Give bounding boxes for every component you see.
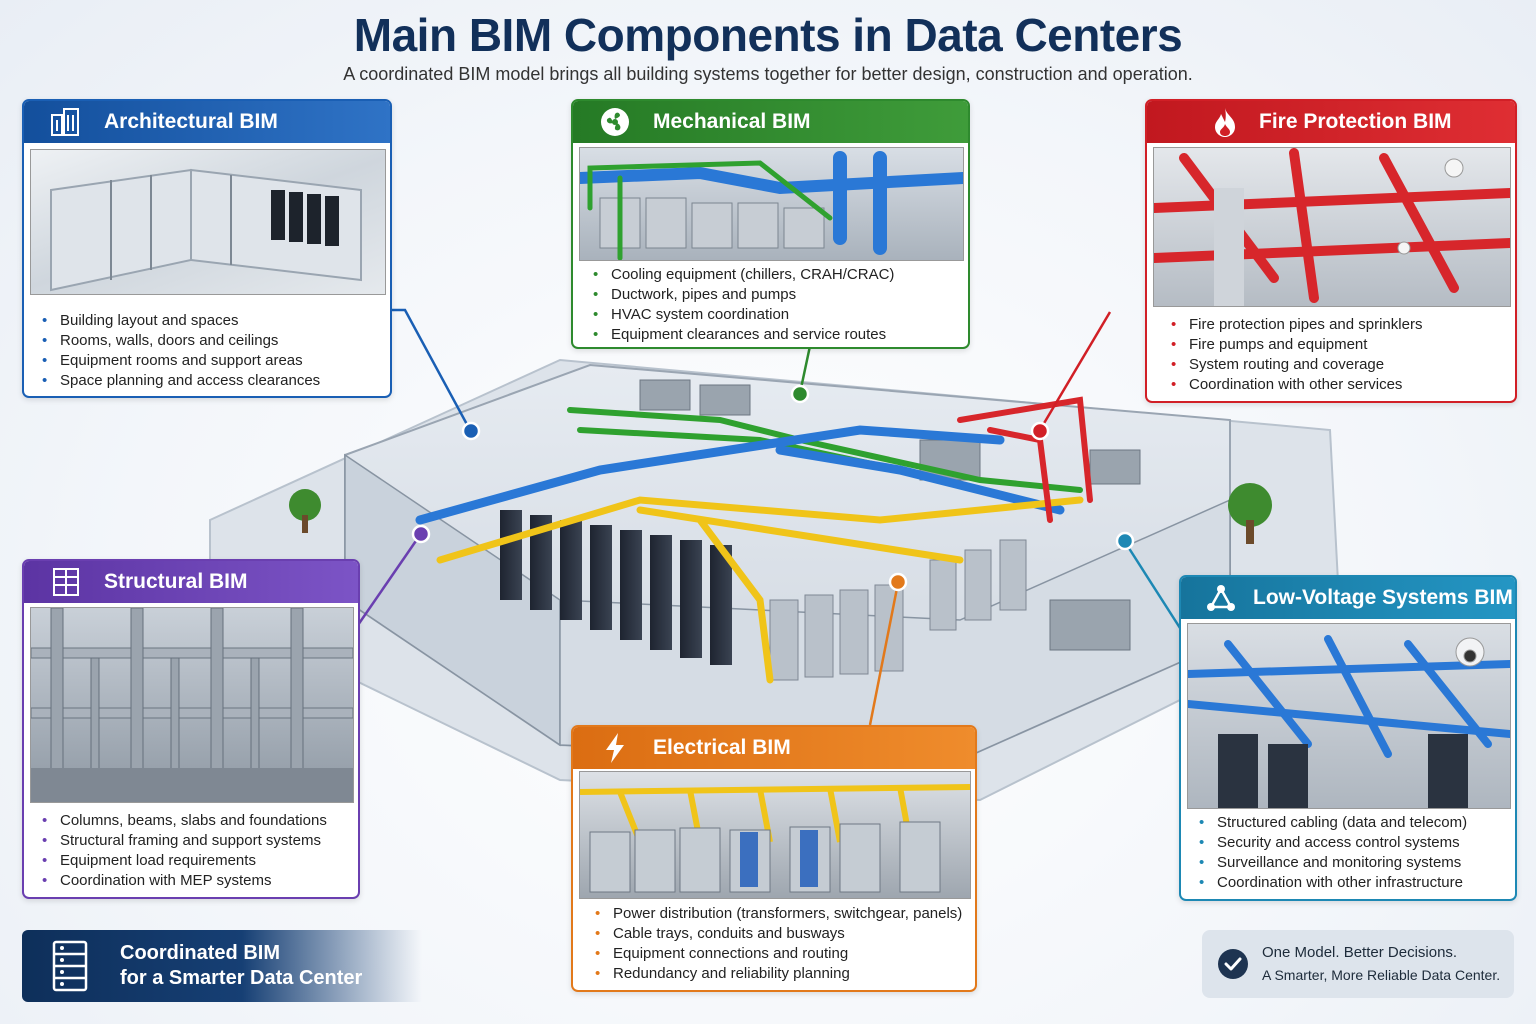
fire-protection-bim-header: Fire Protection BIM [1147, 101, 1515, 143]
architectural-bim-list: Building layout and spaces Rooms, walls,… [32, 311, 320, 391]
trees [289, 483, 1272, 544]
architectural-bim-title: Architectural BIM [104, 110, 278, 133]
fire-protection-bim-title: Fire Protection BIM [1259, 110, 1452, 133]
banner-line-2: for a Smarter Data Center [120, 967, 363, 989]
list-item: Equipment connections and routing [595, 944, 962, 964]
server-rack-rows [500, 510, 732, 665]
list-item: Ductwork, pipes and pumps [593, 285, 894, 305]
fire-protection-bim-image [1149, 147, 1515, 307]
page-subtitle: A coordinated BIM model brings all build… [343, 64, 1193, 84]
connector-low-voltage [1123, 541, 1182, 629]
electrical-bim-image [579, 771, 971, 899]
list-item: Redundancy and reliability planning [595, 964, 962, 984]
list-item: Fire protection pipes and sprinklers [1171, 315, 1422, 335]
banner-text: Coordinated BIM for a Smarter Data Cente… [120, 941, 362, 991]
footer-line-2: A Smarter, More Reliable Data Center. [1262, 967, 1501, 983]
mechanical-bim-card: Mechanical BIM Cooling equipment (chille… [571, 99, 970, 349]
mechanical-bim-header: Mechanical BIM [573, 101, 968, 143]
list-item: Structured cabling (data and telecom) [1199, 813, 1467, 833]
fan-icon [595, 105, 635, 139]
dot-low-voltage [1115, 531, 1135, 551]
low-voltage-bim-title: Low-Voltage Systems BIM [1253, 586, 1513, 609]
list-item: Power distribution (transformers, switch… [595, 904, 962, 924]
mechanical-blue-ducts [415, 425, 1065, 525]
dot-architectural [461, 421, 481, 441]
dot-structural [411, 524, 431, 544]
list-item: Equipment load requirements [42, 851, 327, 871]
architectural-bim-card: Architectural BIM Building layout and sp… [22, 99, 392, 398]
dot-electrical [888, 572, 908, 592]
low-voltage-bim-list: Structured cabling (data and telecom) Se… [1189, 813, 1467, 893]
structural-bim-card: Structural BIM Columns, beams, slabs and… [22, 559, 360, 899]
low-voltage-bim-header: Low-Voltage Systems BIM [1181, 577, 1515, 619]
fire-protection-bim-card: Fire Protection BIM Fire protection pipe… [1145, 99, 1517, 403]
list-item: HVAC system coordination [593, 305, 894, 325]
buildings-icon [46, 105, 86, 139]
electrical-bim-list: Power distribution (transformers, switch… [585, 904, 962, 984]
electrical-bim-card: Electrical BIM Power distribution (trans… [571, 725, 977, 992]
list-item: Coordination with MEP systems [42, 871, 327, 891]
list-item: Rooms, walls, doors and ceilings [42, 331, 320, 351]
list-item: Coordination with other services [1171, 375, 1422, 395]
list-item: Equipment clearances and service routes [593, 325, 894, 345]
page-title: Main BIM Components in Data Centers [353, 9, 1183, 61]
list-item: Building layout and spaces [42, 311, 320, 331]
list-item: Structural framing and support systems [42, 831, 327, 851]
list-item: Coordination with other infrastructure [1199, 873, 1467, 893]
fire-protection-bim-list: Fire protection pipes and sprinklers Fir… [1161, 315, 1422, 395]
dot-mechanical [790, 384, 810, 404]
dot-fire [1030, 421, 1050, 441]
connector-fire [1038, 311, 1112, 431]
structural-bim-header: Structural BIM [24, 561, 358, 603]
structure-frame-icon [46, 565, 86, 599]
mechanical-bim-list: Cooling equipment (chillers, CRAH/CRAC) … [583, 265, 894, 345]
connector-architectural [390, 308, 472, 431]
footer-line-1: One Model. Better Decisions. [1262, 944, 1458, 961]
connector-structural [356, 534, 422, 626]
network-icon [1201, 581, 1241, 615]
server-rack-icon [50, 939, 90, 993]
electrical-yellow-trays [436, 496, 1084, 684]
flame-icon [1205, 105, 1245, 139]
electrical-cabinets [769, 539, 1027, 681]
list-item: Fire pumps and equipment [1171, 335, 1422, 355]
list-item: System routing and coverage [1171, 355, 1422, 375]
list-item: Surveillance and monitoring systems [1199, 853, 1467, 873]
footer-text: One Model. Better Decisions. A Smarter, … [1262, 942, 1500, 986]
electrical-bim-header: Electrical BIM [573, 727, 975, 769]
list-item: Equipment rooms and support areas [42, 351, 320, 371]
banner-line-1: Coordinated BIM [120, 942, 280, 964]
architectural-bim-header: Architectural BIM [24, 101, 390, 143]
structural-bim-title: Structural BIM [104, 570, 248, 593]
low-voltage-bim-card: Low-Voltage Systems BIM Structured cabli… [1179, 575, 1517, 901]
list-item: Space planning and access clearances [42, 371, 320, 391]
lightning-bolt-icon [595, 731, 635, 765]
list-item: Cooling equipment (chillers, CRAH/CRAC) [593, 265, 894, 285]
check-circle-icon [1218, 949, 1248, 979]
electrical-bim-title: Electrical BIM [653, 736, 791, 759]
low-voltage-bim-image [1184, 623, 1514, 809]
connector-electrical [868, 582, 900, 726]
list-item: Cable trays, conduits and busways [595, 924, 962, 944]
list-item: Columns, beams, slabs and foundations [42, 811, 327, 831]
footer-note: One Model. Better Decisions. A Smarter, … [1202, 930, 1514, 998]
structural-bim-image [30, 607, 354, 803]
mechanical-bim-title: Mechanical BIM [653, 110, 811, 133]
list-item: Security and access control systems [1199, 833, 1467, 853]
coordinated-bim-banner: Coordinated BIM for a Smarter Data Cente… [22, 930, 422, 1002]
architectural-bim-image [30, 149, 386, 295]
structural-bim-list: Columns, beams, slabs and foundations St… [32, 811, 327, 891]
mechanical-bim-image [574, 147, 968, 261]
